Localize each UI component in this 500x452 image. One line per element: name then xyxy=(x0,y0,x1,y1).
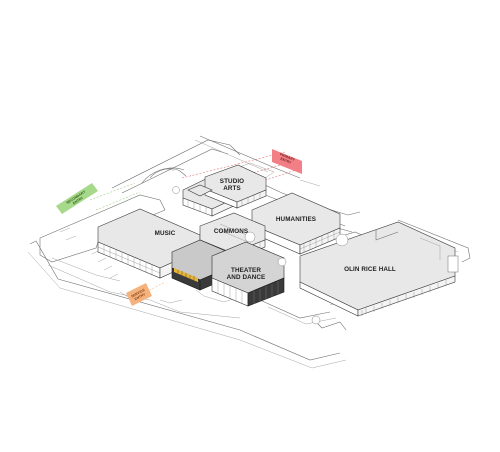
service-entry-tag: SERVICE ENTRY xyxy=(126,283,152,306)
service-entry-tag-line1: SERVICE xyxy=(130,288,146,299)
studio-arts-building xyxy=(182,164,267,217)
primary-entry-tag-line1: PRIMARY xyxy=(279,152,296,162)
theater-and-dance-building xyxy=(171,239,285,307)
site-trees xyxy=(172,186,349,325)
primary-entry-tag-line2: ENTRY xyxy=(280,157,293,165)
service-entry-tag-shape xyxy=(126,283,152,306)
label-music: MUSIC xyxy=(155,230,176,237)
secondary-entry-tag-line2: ENTRY xyxy=(72,195,84,205)
primary-entry-tag-shape xyxy=(272,149,302,174)
label-commons: COMMONS xyxy=(214,228,248,235)
label-studio-arts-line2: ARTS xyxy=(223,185,241,192)
label-studio-arts-line1: STUDIO xyxy=(220,178,244,185)
service-entry-tag-line2: ENTRY xyxy=(134,292,147,301)
primary-entry-tag: PRIMARY ENTRY xyxy=(272,149,302,174)
label-theater-line2: AND DANCE xyxy=(227,274,266,281)
label-olin-rice-hall: OLIN RICE HALL xyxy=(344,266,396,273)
humanities-building xyxy=(251,192,341,255)
secondary-entry-tag: SECONDARY ENTRY xyxy=(56,183,98,214)
secondary-entry-tag-shape xyxy=(56,183,98,214)
label-theater-line1: THEATER xyxy=(231,267,261,274)
label-humanities: HUMANITIES xyxy=(276,216,316,223)
building-labels: STUDIO ARTS HUMANITIES MUSIC COMMONS THE… xyxy=(155,178,396,281)
